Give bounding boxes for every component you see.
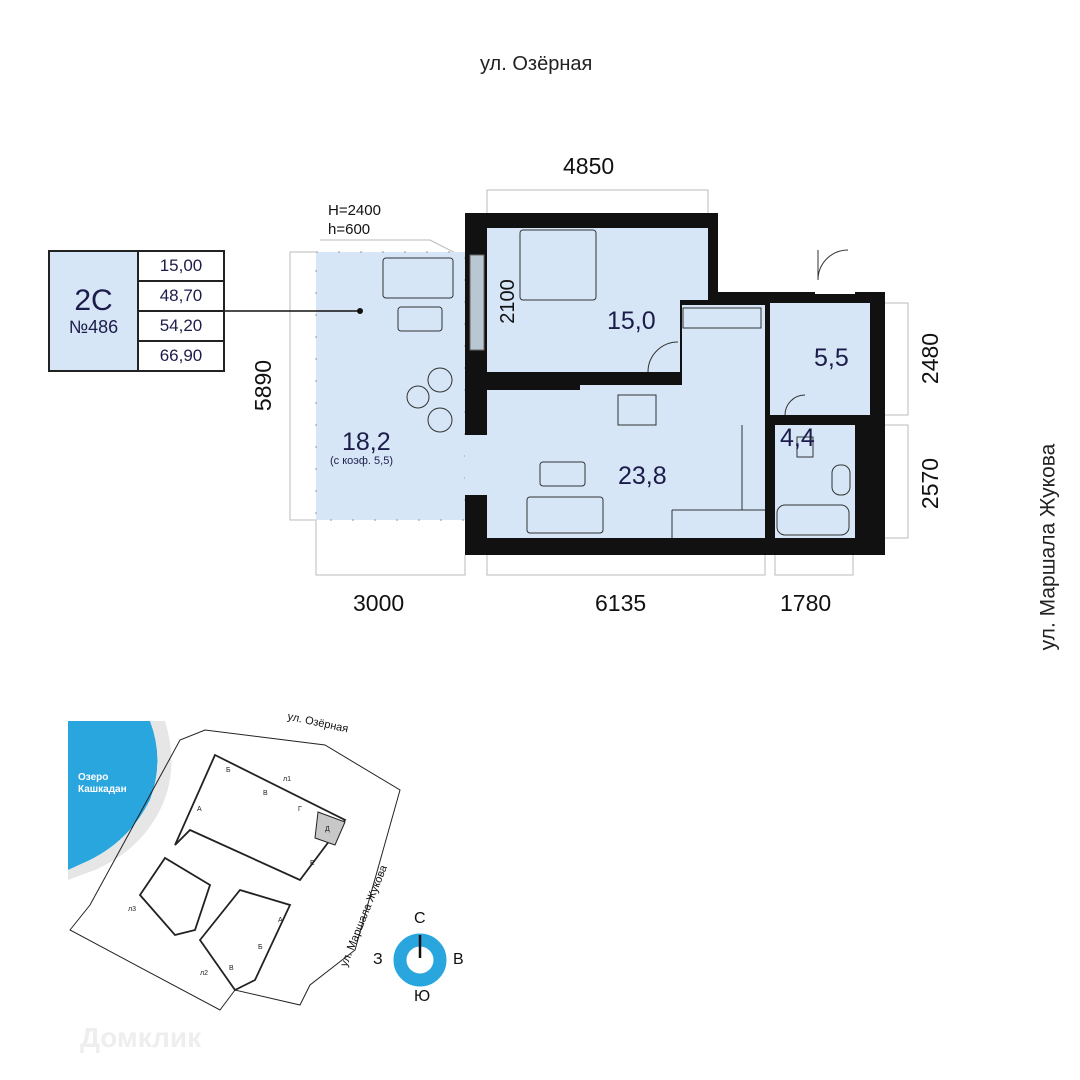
dim-bottom-mid: 6135: [595, 590, 647, 616]
dim-bottom-left: 3000: [353, 590, 405, 616]
bathroom-area: 5,5: [814, 344, 849, 372]
corridor: [682, 305, 765, 385]
lake: [68, 721, 158, 870]
section-label: Б: [226, 767, 231, 774]
building-label: л3: [128, 906, 136, 913]
section-label: Д: [325, 826, 330, 833]
apartment-type: 2С: [74, 283, 113, 317]
lake-label-line: Кашкадан: [78, 784, 127, 795]
site-map: [68, 721, 447, 1011]
wc-area: 4,4: [780, 424, 815, 452]
watermark-logo: Домклик: [80, 1022, 202, 1053]
dim-top: 4850: [563, 153, 615, 179]
area-value: 54,20: [139, 312, 223, 342]
section-d-highlight: [314, 811, 346, 846]
street-top-label: ул. Озёрная: [480, 53, 593, 75]
section-label: В: [263, 790, 268, 797]
street-right-label: ул. Маршала Жукова: [1036, 443, 1060, 651]
bedroom: [487, 228, 708, 372]
terrace-note: (с коэф. 5,5): [330, 455, 394, 467]
dim-right-lower: 2570: [917, 457, 944, 510]
area-value: 15,00: [139, 252, 223, 282]
bedroom-area: 15,0: [607, 307, 656, 335]
ceiling-height-H: H=2400: [328, 202, 381, 219]
compass-west: З: [373, 951, 383, 968]
bathroom: [770, 303, 870, 415]
table-terrace: [397, 306, 443, 332]
window: [469, 254, 485, 351]
table-living: [539, 461, 586, 487]
bed: [519, 229, 597, 301]
apartment-number: №486: [68, 316, 119, 337]
building-label: л1: [283, 776, 291, 783]
dim-left: 5890: [250, 359, 277, 412]
wc: [775, 425, 855, 538]
section-label: Б: [258, 944, 263, 951]
section-label: Е: [310, 860, 315, 867]
dim-window: 2100: [496, 279, 519, 324]
terrace: [315, 251, 466, 521]
sofa-terrace: [382, 257, 454, 299]
ceiling-height-h: h=600: [328, 221, 371, 238]
terrace-area: 18,2: [342, 428, 391, 456]
building-label: л2: [200, 970, 208, 977]
section-label: Г: [298, 806, 302, 813]
dim-right-upper: 2480: [917, 332, 944, 385]
compass-south: Ю: [414, 988, 431, 1005]
compass-north: С: [414, 910, 426, 927]
apartment-info-box: 2С №486 15,00 48,70 54,20 66,90: [48, 250, 225, 372]
lake-label-line: Озеро: [78, 772, 109, 783]
dim-bottom-right: 1780: [780, 590, 832, 616]
section-label: А: [278, 917, 283, 924]
living-kitchen: [487, 385, 765, 538]
lake-label: Озеро Кашкадан: [78, 772, 127, 796]
compass-east: В: [453, 951, 464, 968]
area-value: 66,90: [159, 346, 203, 365]
sofa-living: [526, 496, 604, 534]
dining-table: [617, 394, 657, 426]
section-label: А: [197, 806, 202, 813]
area-value: 48,70: [139, 282, 223, 312]
section-label: В: [229, 965, 234, 972]
living-kitchen-area: 23,8: [618, 462, 667, 490]
